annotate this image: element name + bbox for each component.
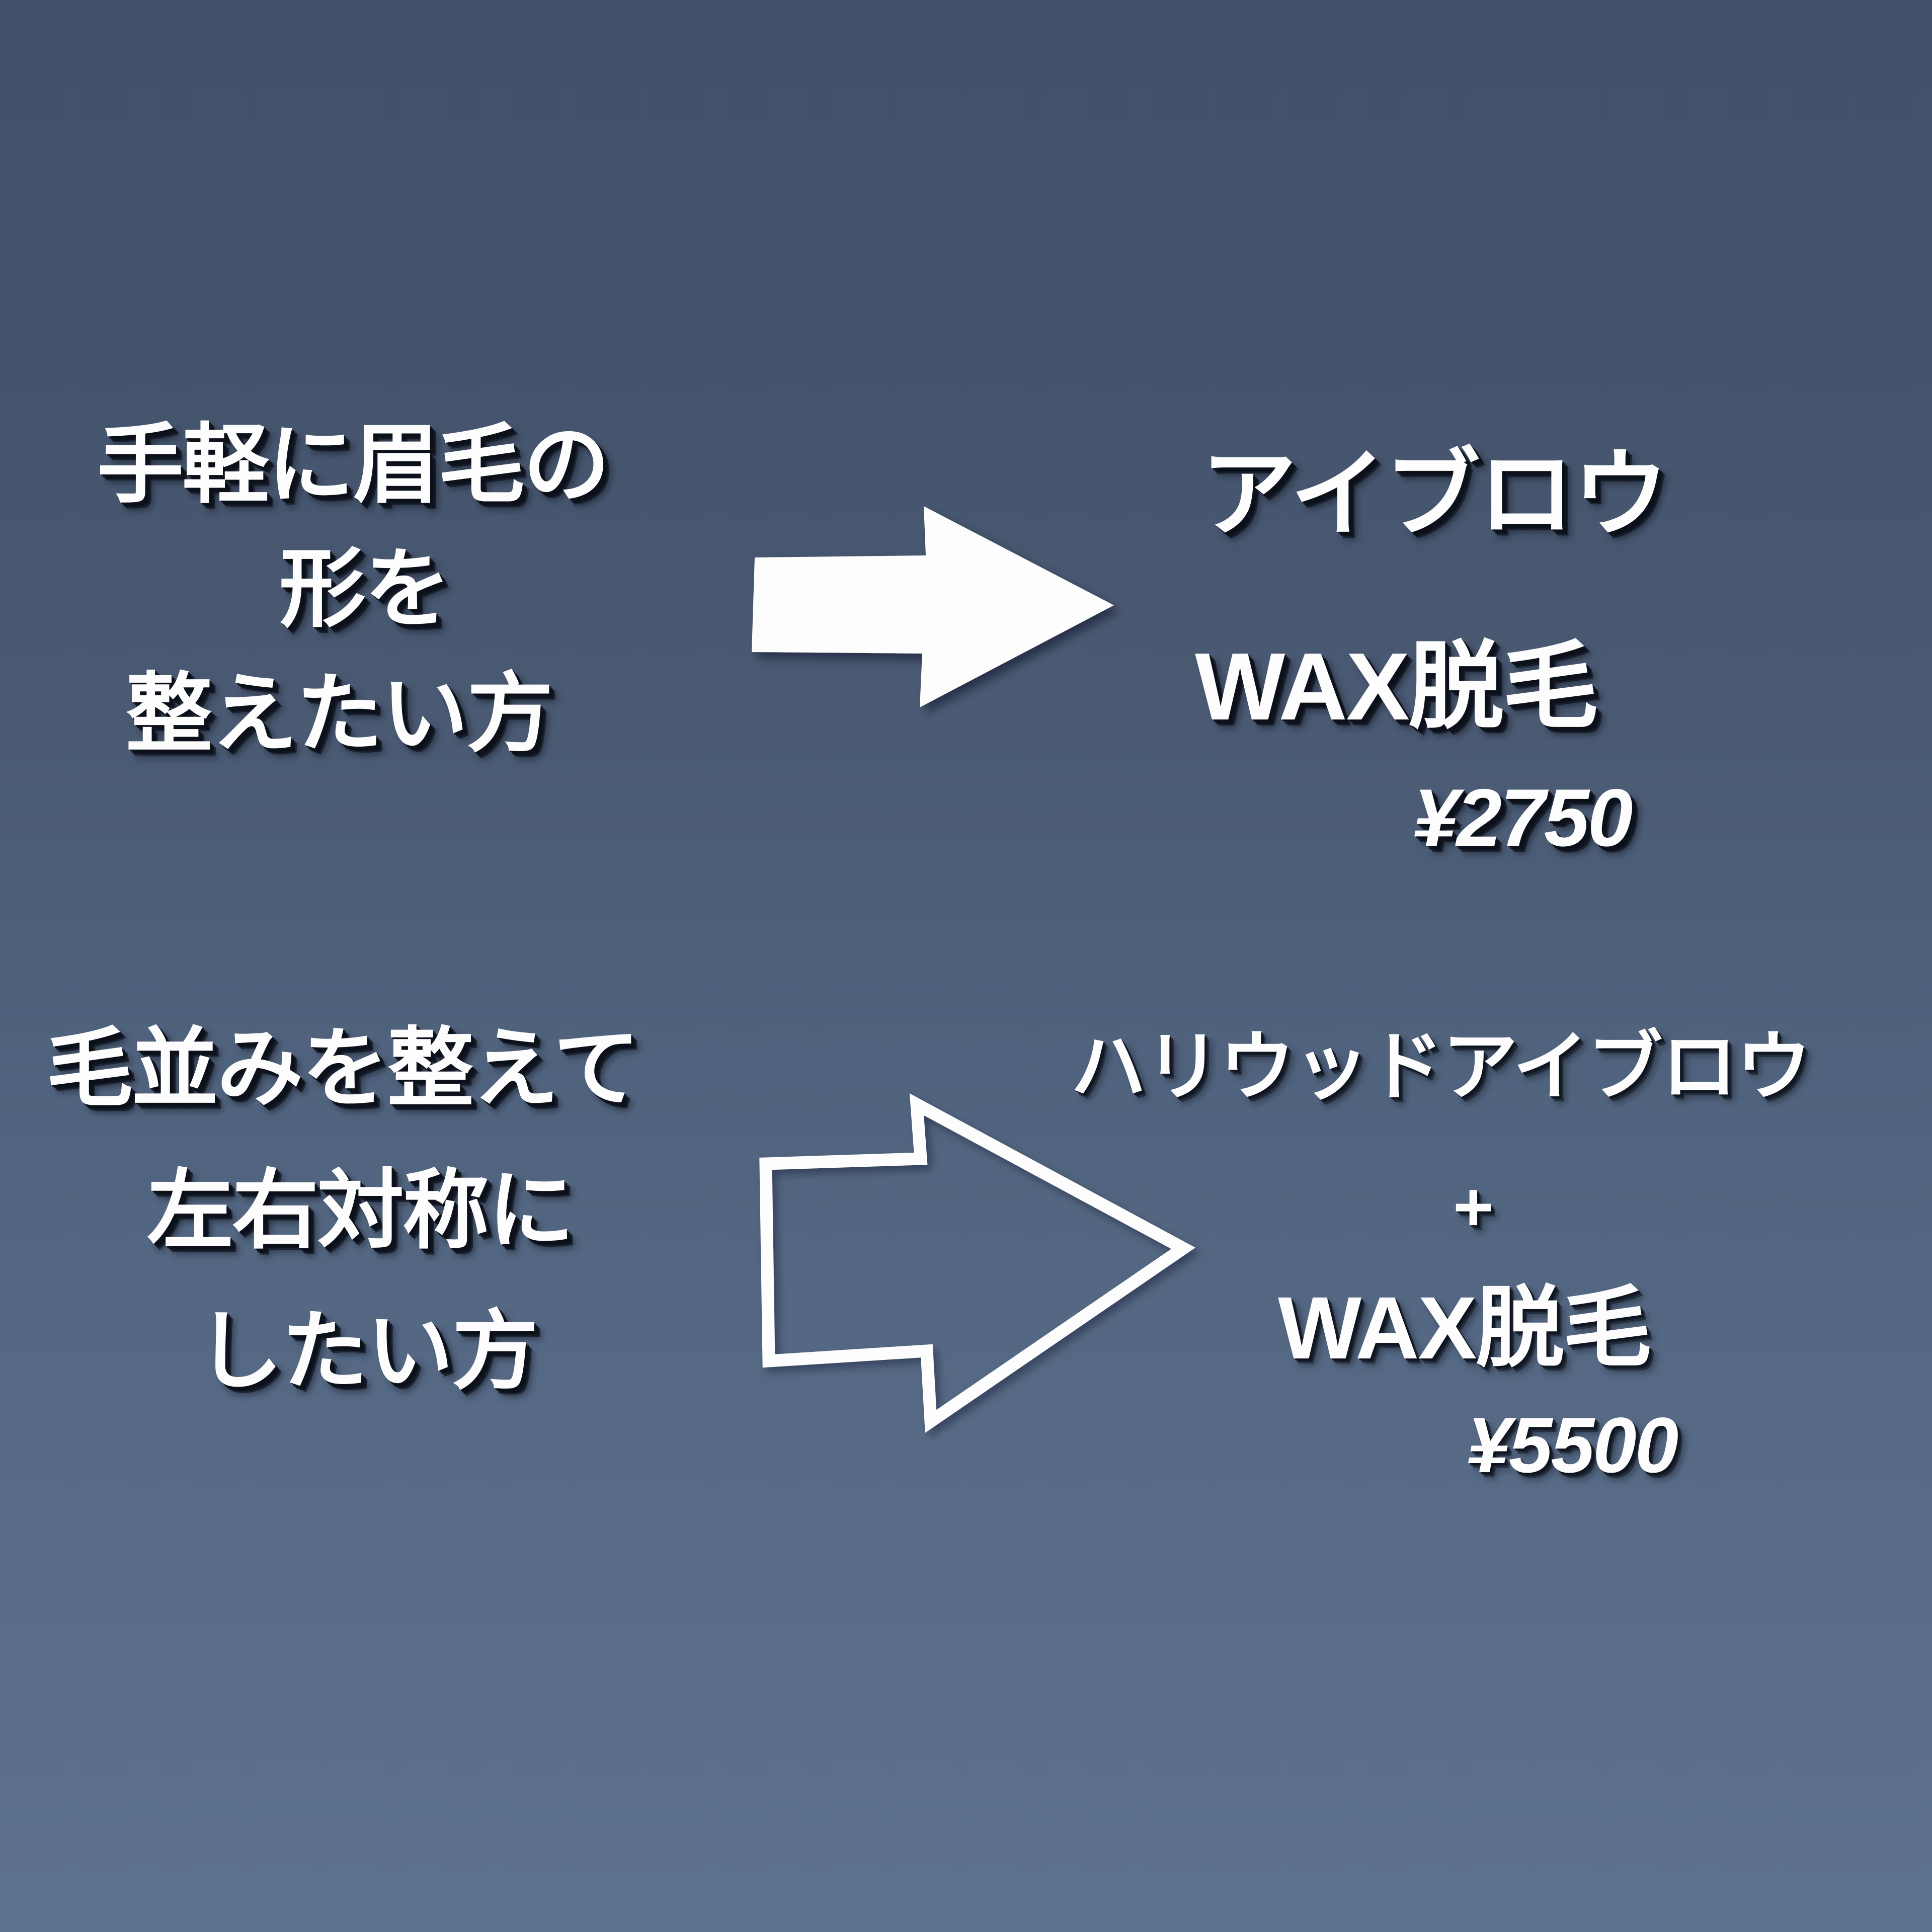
condition-line-row2-2: 左右対称に [147, 1162, 575, 1259]
offer-line-row2-2: + [1453, 1168, 1494, 1246]
offer-price-row2: ¥5500 [1467, 1402, 1678, 1489]
condition-line-row1-3: 整えたい方 [126, 666, 553, 762]
offer-line-row1-2: WAX脱毛 [1195, 633, 1598, 740]
condition-line-row1-1: 手軽に眉毛の [97, 417, 610, 513]
offer-price-row1: ¥2750 [1413, 772, 1633, 863]
arrow-right-outline-icon [755, 1093, 1197, 1433]
condition-line-row2-3: したい方 [196, 1303, 538, 1400]
offer-line-row2-1: ハリウッドアイブロウ [1071, 1024, 1811, 1109]
condition-line-row2-1: 毛並みを整えて [46, 1020, 640, 1117]
condition-line-row1-2: 形を [279, 541, 451, 637]
arrow-right-solid-icon [749, 501, 1121, 712]
offer-line-row1-1: アイブロウ [1201, 441, 1668, 548]
offer-line-row2-3: WAX脱毛 [1278, 1279, 1651, 1378]
